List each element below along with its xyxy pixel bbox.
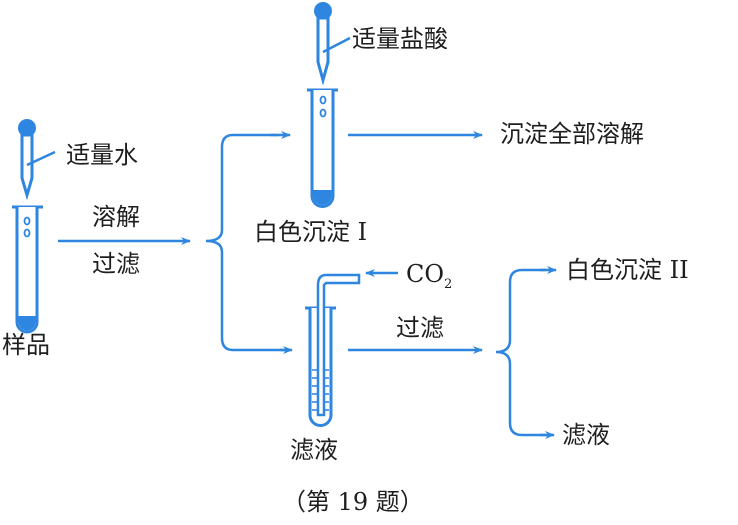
brace-split-2 (495, 268, 546, 437)
sample-test-tube-icon (12, 205, 43, 334)
co2-test-tube-icon (305, 273, 361, 427)
label-filter-2: 过滤 (396, 314, 444, 342)
brace-split-1 (205, 133, 288, 352)
label-dissolve: 溶解 (92, 203, 140, 231)
label-water: 适量水 (66, 141, 138, 169)
label-filtrate-tube: 滤液 (290, 436, 338, 464)
label-co2: CO2 (406, 262, 452, 291)
label-sample: 样品 (2, 331, 50, 359)
label-filtrate-final: 滤液 (562, 421, 610, 449)
precipitate-test-tube-icon (307, 88, 338, 208)
label-precipitate-1: 白色沉淀 I (254, 218, 368, 246)
dropper-water-icon (18, 119, 56, 201)
label-dissolve-result: 沉淀全部溶解 (500, 120, 644, 148)
label-filter-1: 过滤 (92, 250, 140, 278)
figure-caption: （第 19 题） (282, 488, 424, 516)
co2-subscript: 2 (444, 277, 453, 292)
label-hcl: 适量盐酸 (352, 25, 448, 53)
dropper-hcl-icon (314, 2, 351, 86)
co2-formula: CO (406, 260, 445, 288)
label-precipitate-2: 白色沉淀 II (566, 256, 689, 284)
